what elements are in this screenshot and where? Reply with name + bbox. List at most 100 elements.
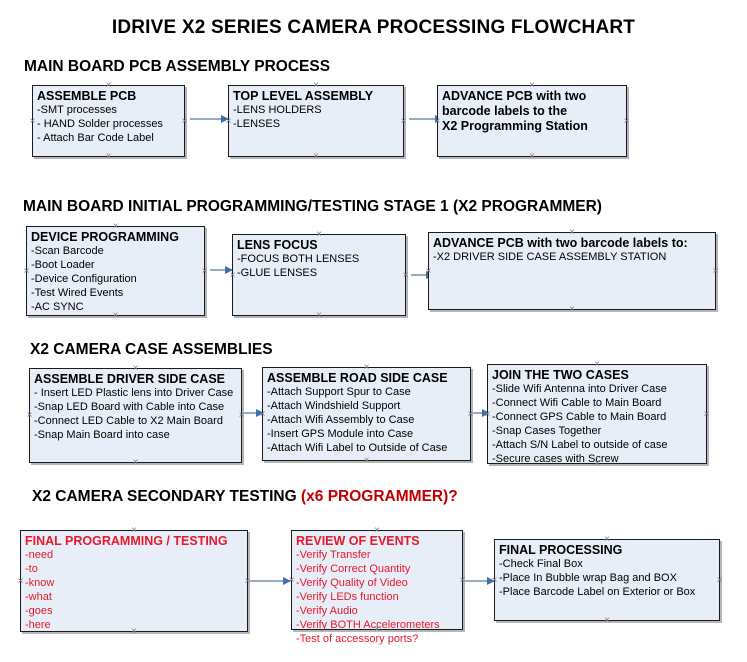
node-line: -Connect LED Cable to X2 Main Board: [34, 414, 223, 427]
connection-handle-right: ×: [400, 115, 407, 127]
node-line: -Verify LEDs function: [296, 590, 399, 603]
node-line: -here: [25, 618, 51, 631]
connection-handle-left: ×: [23, 265, 30, 277]
connection-handle-left: ×: [17, 575, 24, 587]
node-title: FINAL PROCESSING: [499, 543, 623, 557]
node-advance-pcb-programming-station[interactable]: ADVANCE PCB with two barcode labels to t…: [435, 81, 630, 162]
connection-handle-right: ×: [201, 265, 208, 277]
connector-final-programming-to-review-of-events: [250, 576, 291, 585]
connection-handle-bottom: ×: [529, 151, 535, 162]
connection-handle-bottom: ×: [604, 615, 610, 626]
node-line: -Test of accessory ports?: [296, 632, 419, 645]
connector-driver-side-to-road-side: [243, 408, 264, 417]
node-line: -Verify Transfer: [296, 548, 371, 561]
connection-handle-bottom: ×: [316, 310, 322, 321]
node-final-programming-testing[interactable]: FINAL PROGRAMMING / TESTING -need -to -k…: [18, 526, 251, 637]
node-assemble-pcb[interactable]: ASSEMBLE PCB -SMT processes - HAND Solde…: [30, 81, 188, 162]
connection-handle-right: ×: [402, 269, 409, 281]
node-line: -Attach Support Spur to Case: [267, 385, 411, 398]
connection-handle-right: ×: [467, 408, 474, 420]
section-header-accent: (x6 PROGRAMMER)?: [301, 488, 458, 505]
node-line: -goes: [25, 604, 53, 617]
node-title: TOP LEVEL ASSEMBLY: [233, 89, 374, 103]
node-title: ASSEMBLE PCB: [37, 89, 137, 103]
node-line: -X2 DRIVER SIDE CASE ASSEMBLY STATION: [433, 250, 667, 263]
node-line: -Attach Wifi Label to Outside of Case: [267, 441, 448, 454]
node-line: -Attach Wifi Assembly to Case: [267, 413, 415, 426]
connection-handle-right: ×: [712, 265, 719, 277]
node-line: -Verify Audio: [296, 604, 358, 617]
node-line: -Attach Windshield Support: [267, 399, 401, 412]
connection-handle-left: ×: [26, 410, 33, 421]
node-title: ADVANCE PCB with two: [442, 89, 587, 103]
node-advance-pcb-driver-side-case[interactable]: ADVANCE PCB with two barcode labels to: …: [426, 228, 719, 315]
node-line: -SMT processes: [37, 103, 117, 116]
node-assemble-driver-side-case[interactable]: ASSEMBLE DRIVER SIDE CASE - Insert LED P…: [27, 364, 245, 468]
connection-handle-bottom: ×: [105, 151, 112, 162]
section-header-text: X2 CAMERA CASE ASSEMBLIES: [30, 341, 273, 358]
node-title: JOIN THE TWO CASES: [492, 368, 629, 382]
node-line: -to: [25, 562, 38, 575]
node-final-processing[interactable]: FINAL PROCESSING -Check Final Box -Place…: [492, 535, 723, 626]
node-title: ASSEMBLE DRIVER SIDE CASE: [34, 372, 226, 386]
connection-handle-right: ×: [703, 408, 710, 420]
connection-handle-bottom: ×: [569, 304, 575, 315]
connection-handle-right: ×: [181, 115, 188, 127]
node-line: -Place Barcode Label on Exterior or Box: [499, 585, 696, 598]
section-header-main-board-pcb-assembly-process: MAIN BOARD PCB ASSEMBLY PROCESS: [24, 58, 330, 76]
node-review-of-events[interactable]: REVIEW OF EVENTS -Verify Transfer -Verif…: [289, 526, 466, 645]
node-top-level-assembly[interactable]: TOP LEVEL ASSEMBLY -LENS HOLDERS -LENSES…: [226, 81, 407, 162]
connector-road-side-to-join-cases: [472, 408, 490, 417]
node-line: -GLUE LENSES: [237, 266, 318, 279]
node-line: -Connect Wifi Cable to Main Board: [492, 396, 662, 409]
node-line: -Verify BOTH Accelerometers: [296, 618, 440, 631]
node-line: -what: [25, 590, 52, 603]
node-line: - Attach Bar Code Label: [37, 131, 154, 144]
node-line: -Snap Cases Together: [492, 424, 602, 437]
section-header-main-board-initial-programming: MAIN BOARD INITIAL PROGRAMMING/TESTING S…: [23, 198, 602, 216]
node-line: -Verify Quality of Video: [296, 576, 408, 589]
node-line: -Snap LED Board with Cable into Case: [34, 400, 225, 413]
node-line: -LENSES: [233, 117, 281, 130]
node-title: FINAL PROGRAMMING / TESTING: [25, 534, 228, 548]
node-line: barcode labels to the: [442, 103, 568, 118]
node-line: -Connect GPS Cable to Main Board: [492, 410, 667, 423]
connection-handle-right: ×: [716, 574, 723, 586]
node-line: -Device Configuration: [31, 272, 137, 285]
node-line: -Check Final Box: [499, 557, 583, 570]
node-line: -need: [25, 548, 54, 561]
section-header-text: X2 CAMERA SECONDARY TESTING: [32, 488, 301, 505]
node-join-the-two-cases[interactable]: JOIN THE TWO CASES -Slide Wifi Antenna i…: [485, 360, 710, 469]
connection-handle-bottom: ×: [363, 455, 370, 466]
connection-handle-left: ×: [29, 115, 36, 127]
node-title: REVIEW OF EVENTS: [296, 534, 420, 548]
node-line: -Snap Main Board into case: [34, 428, 170, 441]
node-title: DEVICE PROGRAMMING: [31, 230, 179, 244]
node-line: -AC SYNC: [31, 300, 84, 313]
node-line: -Attach S/N Label to outside of case: [492, 438, 668, 451]
page-title: IDRIVE X2 SERIES CAMERA PROCESSING FLOWC…: [111, 17, 636, 38]
connector-assemble-pcb-to-top-level-assembly: [190, 114, 229, 123]
connector-review-of-events-to-final-processing: [465, 576, 495, 585]
node-title: ASSEMBLE ROAD SIDE CASE: [267, 371, 448, 385]
node-line: -Insert GPS Module into Case: [267, 427, 414, 440]
node-line: -Secure cases with Screw: [492, 452, 619, 465]
node-line: -know: [25, 576, 55, 589]
node-line: -Test Wired Events: [31, 286, 124, 299]
node-line: X2 Programming Station: [442, 118, 588, 133]
node-lens-focus[interactable]: LENS FOCUS -FOCUS BOTH LENSES -GLUE LENS…: [230, 230, 409, 321]
connection-handle-bottom: ×: [313, 151, 319, 162]
node-device-programming[interactable]: DEVICE PROGRAMMING -Scan Barcode -Boot L…: [24, 222, 208, 321]
section-header-x2-camera-case-assemblies: X2 CAMERA CASE ASSEMBLIES: [30, 341, 273, 359]
section-header-x2-camera-secondary-testing: X2 CAMERA SECONDARY TESTING (x6 PROGRAMM…: [32, 488, 458, 506]
node-line: -FOCUS BOTH LENSES: [237, 252, 360, 265]
node-line: - Insert LED Plastic lens into Driver Ca…: [34, 386, 234, 399]
node-title: ADVANCE PCB with two barcode labels to:: [433, 236, 688, 250]
section-header-text: MAIN BOARD INITIAL PROGRAMMING/TESTING S…: [23, 198, 602, 215]
section-header-text: MAIN BOARD PCB ASSEMBLY PROCESS: [24, 58, 331, 75]
node-line: - HAND Solder processes: [37, 117, 163, 130]
node-title: LENS FOCUS: [237, 238, 318, 252]
node-line: -Slide Wifi Antenna into Driver Case: [492, 382, 667, 395]
node-assemble-road-side-case[interactable]: ASSEMBLE ROAD SIDE CASE -Attach Support …: [260, 363, 474, 466]
